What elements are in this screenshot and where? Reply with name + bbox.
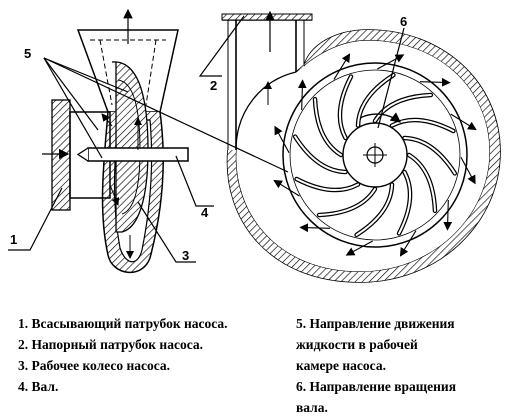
callout-6: 6 [400, 14, 408, 29]
legend-item-4: 4. Вал. [18, 379, 59, 394]
callout-3: 3 [182, 248, 190, 263]
legend-item-5-line-2: жидкости в рабочей [296, 337, 418, 352]
impeller-blade-inner [408, 154, 436, 212]
impeller-blade-inner [338, 75, 352, 139]
diagram-drawing [8, 8, 501, 283]
legend-item-3: 3. Рабочее колесо насоса. [18, 358, 171, 373]
impeller-blade-inner [295, 178, 359, 192]
callout-2: 2 [210, 78, 218, 93]
suction-flange [51, 99, 71, 211]
flow-arrow [273, 179, 300, 197]
volute-view [221, 10, 501, 283]
flow-arrow [399, 230, 417, 257]
impeller-blade-inner [398, 171, 412, 235]
impeller-blade-inner [391, 118, 455, 132]
rotation-arrow [359, 112, 402, 123]
impeller-blade-inner [355, 183, 393, 236]
impeller-blade-inner [314, 98, 342, 156]
legend-item-2: 2. Напорный патрубок насоса. [18, 337, 203, 352]
callout-5: 5 [24, 46, 32, 61]
flow-arrow [450, 113, 477, 131]
impeller-blade-inner [318, 188, 376, 216]
impeller-blade-inner [374, 94, 432, 122]
callout-1: 1 [10, 232, 18, 247]
legend-item-6-line-1: 6. Направление вращения [296, 379, 457, 394]
flow-arrow [443, 199, 453, 231]
flow-arrow [274, 125, 290, 153]
legend-item-5-line-1: 5. Направление движения [296, 316, 455, 331]
legend-right: 5. Направление движения жидкости в рабоч… [296, 313, 456, 418]
flow-arrow [377, 54, 405, 70]
flow-arrow [419, 77, 451, 87]
flow-arrow [333, 53, 351, 80]
impeller-blade-inner [357, 74, 395, 127]
leader-lines [8, 15, 405, 263]
flow-arrow [297, 79, 307, 111]
impeller-blade-inner [403, 137, 456, 175]
flow-arrows [273, 53, 477, 257]
legend-left: 1. Всасывающий патрубок насоса. 2. Напор… [18, 313, 228, 397]
impeller-blade-inner [294, 135, 347, 173]
legend-item-1: 1. Всасывающий патрубок насоса. [18, 316, 228, 331]
legend-item-5-line-3: камере насоса. [296, 358, 386, 373]
legend-item-6-line-2: вала. [296, 400, 328, 415]
impeller-blades [292, 72, 458, 238]
flow-arrow [299, 223, 331, 233]
sectional-view [42, 8, 189, 274]
flow-arrow [345, 240, 373, 256]
flow-arrow [460, 157, 476, 185]
callout-4: 4 [201, 205, 209, 220]
